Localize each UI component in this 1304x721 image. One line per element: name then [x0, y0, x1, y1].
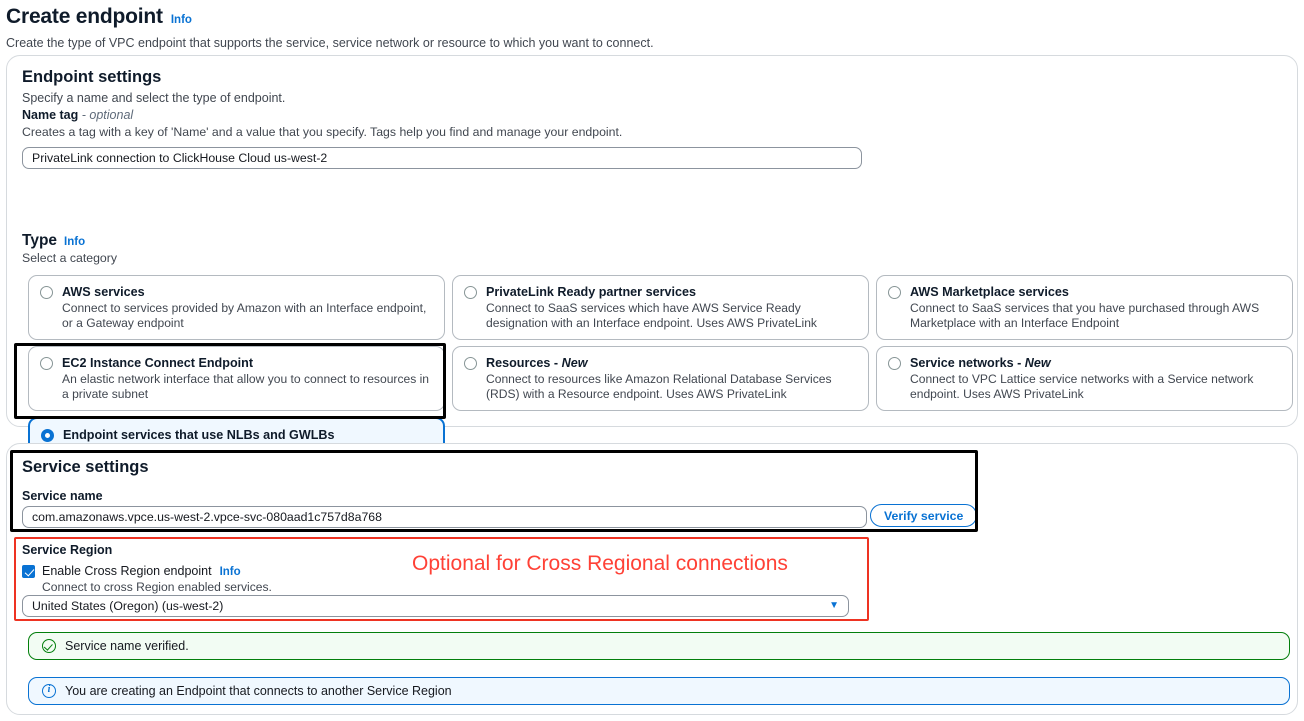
red-annotation-note: Optional for Cross Regional connections: [412, 552, 788, 575]
type-option-name: Resources - New: [486, 356, 588, 371]
page-subtitle: Create the type of VPC endpoint that sup…: [6, 36, 654, 50]
chevron-down-icon: ▼: [829, 600, 839, 611]
cross-region-checkbox-label: Enable Cross Region endpoint: [42, 564, 212, 578]
cross-region-checkbox[interactable]: [22, 565, 35, 578]
type-option-radio[interactable]: [40, 286, 53, 299]
alert-cross-region-info-text: You are creating an Endpoint that connec…: [65, 684, 452, 698]
type-option-name: PrivateLink Ready partner services: [486, 285, 697, 299]
service-name-field-group: Service name: [22, 489, 867, 503]
region-select-wrap: United States (Oregon) (us-west-2) ▼: [22, 595, 849, 617]
type-option-new-badge: New: [1024, 356, 1051, 371]
service-name-label: Service name: [22, 489, 103, 503]
name-tag-optional-text: - optional: [81, 108, 134, 122]
page-header: Create endpoint Info Create the type of …: [0, 0, 1304, 51]
cross-region-checkbox-description: Connect to cross Region enabled services…: [42, 580, 272, 594]
alert-service-verified-text: Service name verified.: [65, 639, 189, 653]
type-option-name: AWS services: [62, 285, 145, 299]
type-option-name: Service networks - New: [910, 356, 1051, 371]
type-option-description: Connect to SaaS services which have AWS …: [486, 301, 817, 330]
endpoint-settings-header: Endpoint settings Specify a name and sel…: [22, 67, 285, 105]
service-settings-title: Service settings: [22, 458, 149, 476]
endpoint-settings-card: Endpoint settings Specify a name and sel…: [6, 55, 1298, 514]
service-region-selected-value: United States (Oregon) (us-west-2): [32, 599, 224, 613]
type-option-name: EC2 Instance Connect Endpoint: [62, 356, 254, 371]
service-region-select[interactable]: United States (Oregon) (us-west-2) ▼: [22, 595, 849, 617]
page-title-row: Create endpoint Info: [6, 4, 1304, 30]
type-option-radio[interactable]: [41, 429, 54, 443]
service-region-label: Service Region: [22, 543, 113, 557]
service-settings-card: Service settings Service name com.amazon…: [6, 443, 1298, 715]
name-tag-input[interactable]: PrivateLink connection to ClickHouse Clo…: [22, 147, 862, 169]
name-tag-field-group: Name tag - optional Creates a tag with a…: [22, 108, 862, 169]
type-option-new-badge: New: [561, 356, 588, 371]
type-option-radio[interactable]: [888, 286, 901, 299]
verify-service-button[interactable]: Verify service: [870, 504, 978, 527]
type-option-description: Connect to resources like Amazon Relatio…: [486, 372, 832, 401]
type-option-description: Connect to VPC Lattice service networks …: [910, 372, 1254, 401]
service-region-group: Service Region Enable Cross Region endpo…: [22, 543, 862, 595]
type-label: Type: [22, 232, 58, 249]
type-option-radio[interactable]: [888, 357, 901, 371]
name-tag-description: Creates a tag with a key of 'Name' and a…: [22, 125, 623, 139]
info-circle-icon: [42, 684, 56, 698]
type-option-radio[interactable]: [40, 357, 53, 371]
page-title: Create endpoint: [6, 5, 163, 28]
type-option-name: AWS Marketplace services: [910, 285, 1069, 299]
cross-region-checkbox-row[interactable]: Enable Cross Region endpoint Info Connec…: [22, 563, 862, 595]
alert-service-verified: Service name verified.: [28, 632, 1290, 660]
endpoint-settings-title: Endpoint settings: [22, 68, 162, 86]
type-option-description: Connect to services provided by Amazon w…: [62, 301, 427, 330]
name-tag-label: Name tag - optional: [22, 108, 862, 122]
name-tag-label-text: Name tag: [22, 108, 79, 122]
service-name-input[interactable]: com.amazonaws.vpce.us-west-2.vpce-svc-08…: [22, 506, 867, 528]
type-option-radio[interactable]: [464, 286, 477, 299]
cross-region-info-link[interactable]: Info: [219, 566, 241, 578]
type-field-group-header: Type Info Select a category: [22, 232, 117, 266]
type-info-link[interactable]: Info: [64, 236, 86, 248]
service-name-input-wrap: com.amazonaws.vpce.us-west-2.vpce-svc-08…: [22, 506, 867, 528]
type-option-description: An elastic network interface that allow …: [62, 372, 430, 401]
type-option-name: Endpoint services that use NLBs and GWLB…: [63, 428, 335, 443]
type-option-description: Connect to SaaS services that you have p…: [910, 301, 1260, 330]
header-info-link[interactable]: Info: [170, 14, 192, 26]
alert-cross-region-info: You are creating an Endpoint that connec…: [28, 677, 1290, 705]
check-circle-icon: [42, 639, 56, 653]
type-option-radio[interactable]: [464, 357, 477, 371]
type-description: Select a category: [22, 251, 118, 265]
endpoint-settings-subtitle: Specify a name and select the type of en…: [22, 91, 286, 105]
